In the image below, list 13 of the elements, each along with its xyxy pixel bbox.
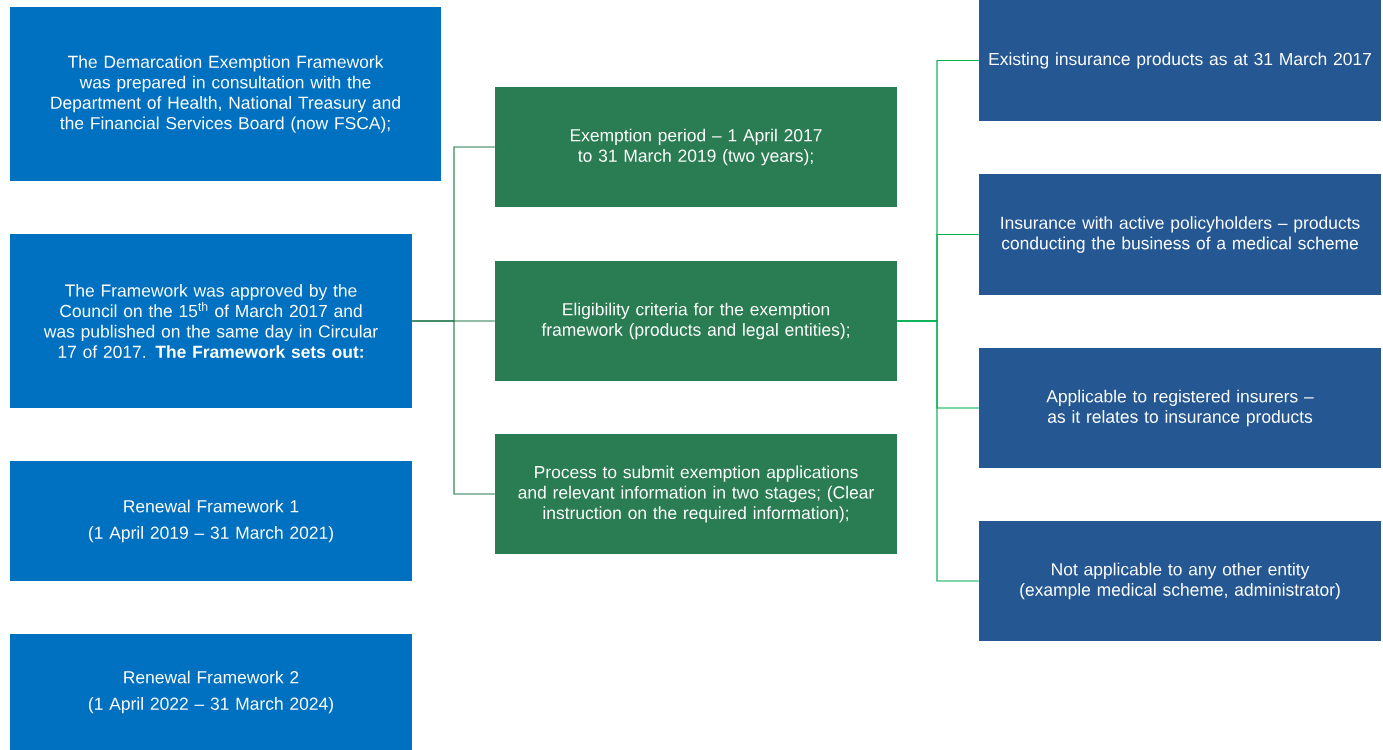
process-box: Applicable to registered insurers – as it relates to insurance products	[979, 348, 1381, 468]
process-box: Existing insurance products as at 31 March 2017	[979, 0, 1381, 121]
process-box: The Framework was approved by the Council on the 15$^{th}$ of March 2017 and was published on the same day in Circular 17 of 2017. The Framework sets out:	[10, 234, 412, 408]
process-box: Process to submit exemption applications and relevant information in two stages; (Clear instruction on the required information);	[495, 434, 897, 554]
process-box: Not applicable to any other entity (example medical scheme, administrator)	[979, 521, 1381, 641]
process-box: The Demarcation Exemption Framework was prepared in consultation with the Department of Health, National Treasury and the Financial Services Board (now FSCA);	[10, 7, 441, 181]
process-box: Insurance with active policyholders – products conducting the business of a medical scheme	[979, 174, 1381, 295]
process-box: Renewal Framework 2 (1 April 2022 – 31 March 2024)	[10, 634, 412, 750]
connector-line	[896, 320, 980, 582]
process-box: Renewal Framework 1 (1 April 2019 – 31 March 2021)	[10, 461, 412, 581]
process-box: Exemption period – 1 April 2017 to 31 March 2019 (two years);	[495, 87, 897, 207]
connector-line	[411, 320, 496, 495]
process-box: Eligibility criteria for the exemption framework (products and legal entities);	[495, 261, 897, 381]
